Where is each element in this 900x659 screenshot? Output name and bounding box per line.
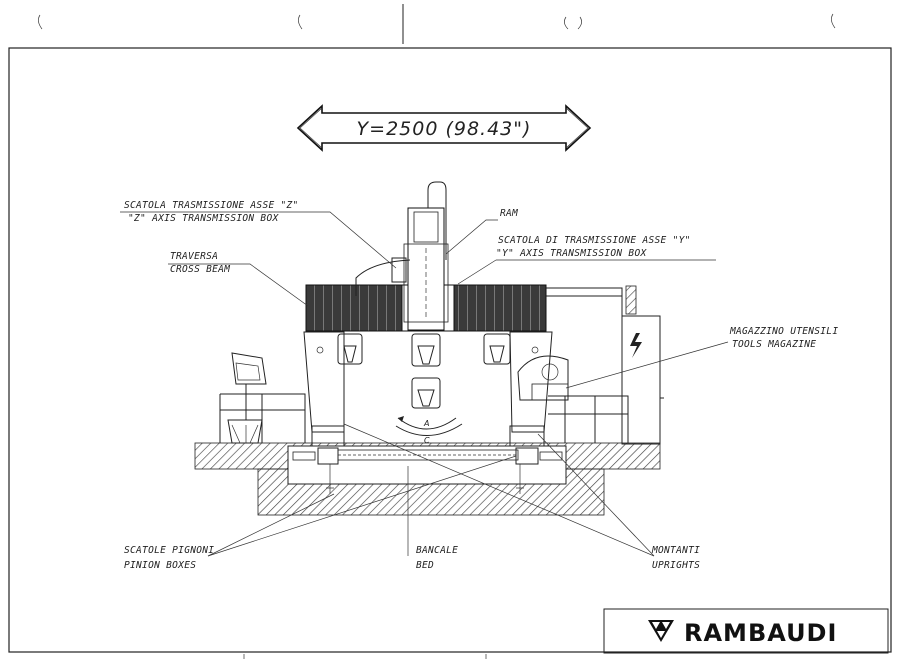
label-traversa-en: CROSS BEAM (170, 264, 230, 275)
spindle-heads: A C (337, 333, 511, 445)
dimension-arrow: Y=2500 (98.43") (296, 104, 592, 152)
label-bancale-it: BANCALE (416, 545, 458, 556)
right-enclosure (546, 285, 664, 445)
label-magazzino-en: TOOLS MAGAZINE (732, 339, 816, 350)
label-magazzino-it: MAGAZZINO UTENSILI (729, 326, 838, 337)
label-ram: RAM (500, 208, 518, 219)
axis-c-label: C (424, 436, 430, 445)
operator-station (219, 352, 306, 444)
axis-a-label: A (423, 419, 429, 428)
label-montanti-en: UPRIGHTS (652, 560, 700, 571)
binder-marks (38, 4, 836, 44)
label-z-box-en: "Z" AXIS TRANSMISSION BOX (128, 213, 279, 224)
drawing-frame (8, 47, 892, 653)
label-z-box-it: SCATOLA TRASMISSIONE ASSE "Z" (124, 200, 299, 211)
dimension-text: Y=2500 (98.43") (357, 118, 532, 140)
label-bancale-en: BED (416, 560, 434, 571)
label-montanti-it: MONTANTI (651, 545, 700, 556)
label-traversa-it: TRAVERSA (170, 251, 218, 262)
rambaudi-logo-icon (648, 620, 674, 642)
label-pignoni-en: PINION BOXES (124, 560, 196, 571)
tools-magazine (517, 355, 569, 401)
foundation (194, 442, 661, 516)
title-block: RAMBAUDI (603, 608, 889, 654)
brand-name: RAMBAUDI (684, 619, 837, 647)
label-y-box-it: SCATOLA DI TRASMISSIONE ASSE "Y" (498, 235, 691, 246)
label-pignoni-it: SCATOLE PIGNONI (124, 545, 214, 556)
electrical-cabinet (621, 315, 661, 445)
label-y-box-en: "Y" AXIS TRANSMISSION BOX (496, 248, 647, 259)
ram (355, 181, 449, 331)
uprights (303, 331, 553, 494)
leader-lines (120, 211, 729, 557)
